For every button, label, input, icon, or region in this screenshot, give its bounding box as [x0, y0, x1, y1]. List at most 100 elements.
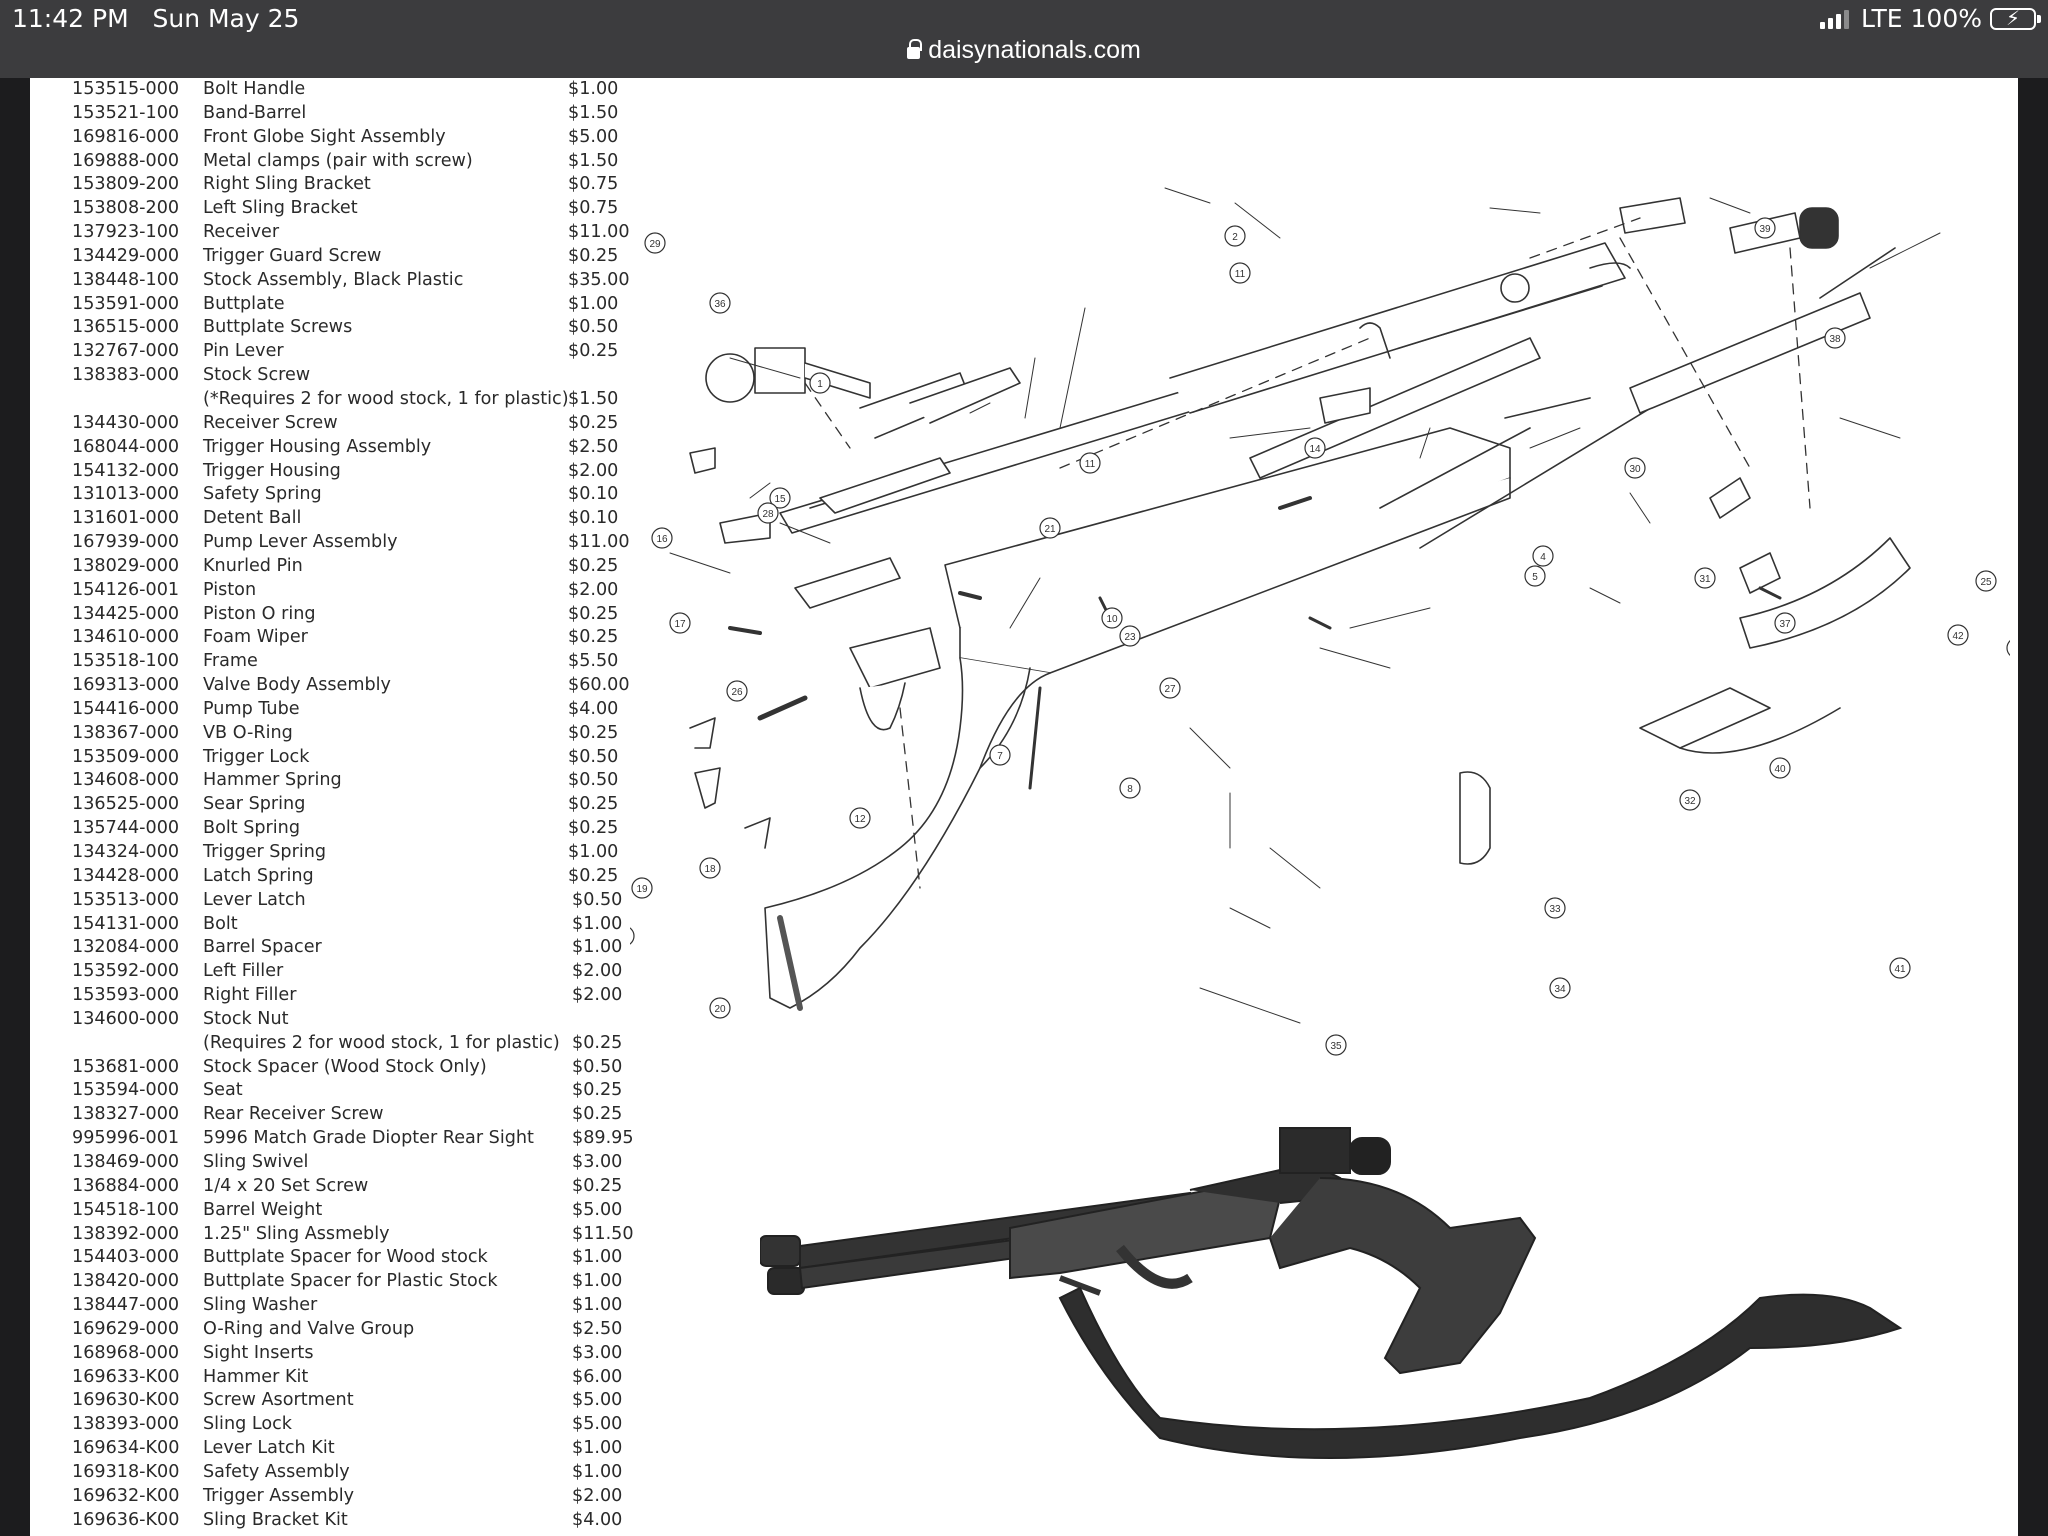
part-price: $2.00 — [572, 1485, 623, 1506]
callout-14: 14 — [1304, 437, 1326, 459]
svg-text:34: 34 — [1554, 984, 1566, 995]
part-number: 138448-100 — [72, 269, 180, 290]
part-price: $1.00 — [572, 1295, 623, 1316]
part-number: 138327-000 — [72, 1104, 180, 1125]
part-description: Safety Spring — [203, 484, 322, 505]
status-time: 11:42 PM Sun May 25 — [12, 4, 300, 33]
callout-22: 22 — [630, 927, 635, 945]
part-description: O-Ring and Valve Group — [203, 1318, 415, 1339]
part-number: 138392-000 — [72, 1223, 180, 1244]
callout-12: 12 — [849, 807, 871, 829]
part-description: Hammer Kit — [203, 1366, 309, 1387]
part-description: Sling Swivel — [203, 1151, 309, 1172]
part-description: Pump Tube — [203, 698, 300, 719]
part-description: Safety Assembly — [203, 1461, 350, 1482]
part-description: Receiver Screw — [203, 412, 338, 433]
svg-text:26: 26 — [731, 687, 743, 698]
part-description: Trigger Spring — [203, 842, 327, 862]
part-description: Sling Washer — [203, 1295, 318, 1316]
part-description: Hammer Spring — [203, 770, 342, 791]
part-number: 134324-000 — [72, 842, 180, 862]
part-description: Front Globe Sight Assembly — [203, 126, 446, 147]
status-indicators: LTE 100% ⚡ — [1819, 4, 2041, 33]
part-description: 1.25" Sling Assmebly — [203, 1223, 390, 1244]
svg-text:16: 16 — [656, 534, 668, 545]
callout-8: 8 — [1119, 777, 1141, 799]
part-price: $0.25 — [572, 1032, 623, 1053]
callout-29: 29 — [644, 232, 666, 254]
svg-text:36: 36 — [714, 299, 726, 310]
part-number: 169888-000 — [72, 150, 180, 171]
part-description: Stock Screw — [203, 365, 311, 386]
svg-text:12: 12 — [854, 814, 866, 825]
ios-status-bar: 11:42 PM Sun May 25 LTE 100% ⚡ daisynati… — [0, 0, 2048, 78]
part-price: $2.00 — [572, 985, 623, 1006]
part-description: Stock Spacer (Wood Stock Only) — [203, 1056, 487, 1077]
part-price: $1.00 — [572, 1247, 623, 1268]
part-price: $0.25 — [572, 1104, 623, 1125]
part-price: $89.95 — [572, 1128, 634, 1149]
part-price: $0.50 — [572, 889, 623, 910]
svg-text:33: 33 — [1549, 904, 1561, 915]
svg-text:8: 8 — [1127, 784, 1133, 795]
part-price: $11.00 — [568, 222, 630, 243]
part-price: $0.25 — [568, 627, 619, 648]
callout-1: 1 — [809, 372, 831, 394]
part-price: $2.00 — [568, 579, 619, 600]
part-number: 137923-100 — [72, 222, 180, 243]
svg-text:4: 4 — [1540, 552, 1546, 563]
callout-33: 33 — [1544, 897, 1566, 919]
part-description: Receiver — [203, 222, 280, 243]
part-description: Trigger Lock — [203, 746, 310, 767]
svg-text:27: 27 — [1164, 684, 1176, 695]
callout-39: 39 — [1754, 217, 1776, 239]
sling — [1459, 537, 1911, 865]
address-bar[interactable]: daisynationals.com — [0, 36, 2048, 65]
part-number: 169633-K00 — [72, 1366, 180, 1387]
callout-30: 30 — [1624, 457, 1646, 479]
callout-31: 31 — [1694, 567, 1716, 589]
cellular-signal-icon — [1819, 9, 1849, 29]
part-price: $0.10 — [568, 484, 619, 505]
part-price: $1.00 — [572, 937, 623, 958]
part-number: 154416-000 — [72, 698, 180, 719]
part-price: $0.50 — [568, 770, 619, 791]
svg-text:21: 21 — [1044, 524, 1056, 535]
part-description: Bolt — [203, 913, 238, 934]
part-price: $0.10 — [568, 508, 619, 529]
part-description: Stock Nut — [203, 1008, 289, 1029]
part-number: 169318-K00 — [72, 1461, 180, 1482]
part-number: 136515-000 — [72, 317, 180, 338]
part-price: $2.00 — [572, 961, 623, 982]
part-number: 138367-000 — [72, 722, 180, 743]
svg-text:18: 18 — [704, 864, 716, 875]
part-price: $1.50 — [568, 102, 619, 123]
part-number: 134608-000 — [72, 770, 180, 791]
part-number: 132084-000 — [72, 937, 180, 958]
callout-2: 2 — [1224, 225, 1246, 247]
svg-text:28: 28 — [762, 509, 774, 520]
part-number: 153509-000 — [72, 746, 180, 767]
battery-charging-icon: ⚡ — [1990, 6, 2041, 30]
part-number: 136884-000 — [72, 1175, 180, 1196]
svg-text:1: 1 — [817, 379, 823, 390]
callout-4: 4 — [1532, 545, 1554, 567]
part-number: 153809-200 — [72, 174, 180, 195]
part-description: Barrel Weight — [203, 1199, 323, 1220]
